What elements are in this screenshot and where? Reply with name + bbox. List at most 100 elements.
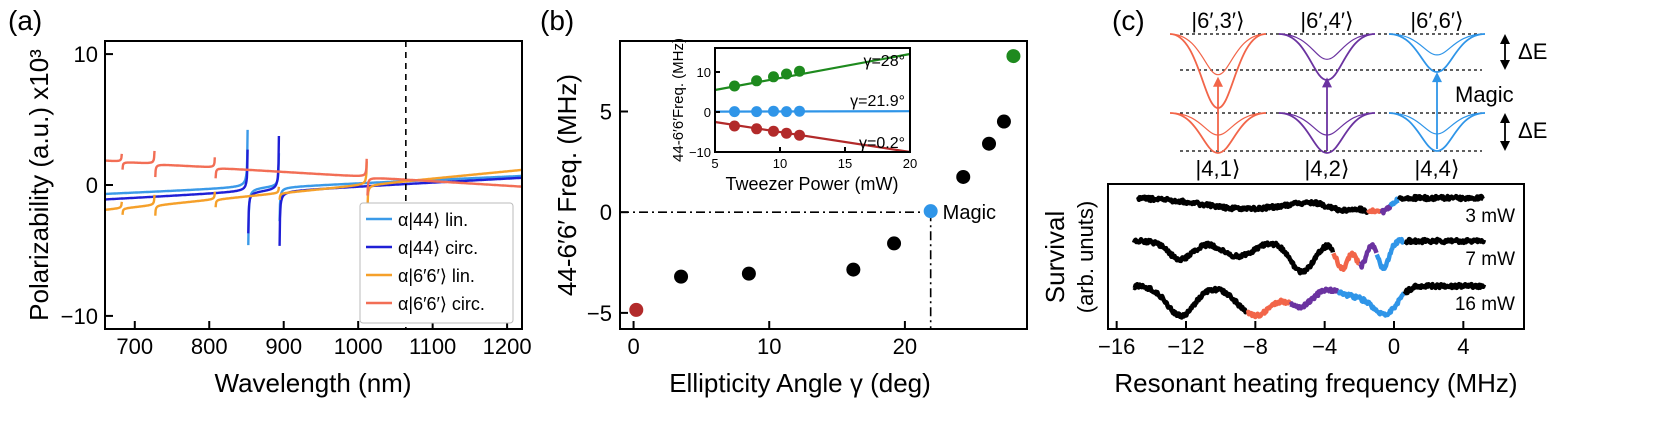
inset-point [751, 75, 763, 87]
legend-label: α|44⟩ circ. [398, 238, 478, 258]
y-tick-label: 10 [74, 42, 98, 67]
survival-trace-segment [1245, 297, 1292, 320]
x-tick-label: 1100 [409, 334, 456, 359]
inset-point [794, 105, 805, 117]
panel-label-c: (c) [1112, 5, 1145, 36]
y-tick-label: 5 [600, 99, 612, 124]
inset-point [751, 106, 763, 118]
trap-potential-well [1278, 112, 1376, 154]
panel-c-ylabel: Survival [1040, 211, 1070, 303]
arrow-head [1432, 72, 1442, 83]
panel-a-ylabel: Polarizability (a.u.) x10³ [24, 49, 54, 321]
x-tick-label: 20 [893, 334, 917, 359]
data-point [996, 114, 1011, 129]
legend-label: α|6′6′⟩ lin. [398, 266, 475, 286]
trap-potential-well [1278, 33, 1376, 81]
data-point [956, 169, 971, 184]
series-line-circ66 [105, 150, 522, 196]
data-point [1006, 49, 1021, 64]
panel-c-ylabel-units: (arb. unuts) [1073, 201, 1098, 314]
magic-label: Magic [943, 202, 996, 224]
panel-b-xlabel: Ellipticity Angle γ (deg) [669, 368, 931, 398]
x-tick-label: 0 [627, 334, 639, 359]
survival-trace-segment [1131, 236, 1336, 276]
survival-trace-segment [1135, 194, 1370, 216]
x-tick-label: 4 [1457, 334, 1469, 359]
lower-state-label: |4,1⟩ [1196, 156, 1241, 181]
x-tick-label: 700 [116, 334, 153, 359]
inset-ylabel: 44-6′6′Freq. (MHz) [670, 38, 687, 162]
panel-a-legend: α|44⟩ lin. α|44⟩ circ. α|6′6′⟩ lin. α|6′6′⟩… [359, 202, 514, 324]
upper-state-label: |6′,4′⟩ [1300, 8, 1353, 33]
inset-point [729, 120, 740, 132]
inset-point [768, 71, 779, 83]
inset-y-tick-label: 0 [704, 105, 711, 120]
trap-potential-well [1169, 112, 1267, 154]
delta-e-label: ΔE [1518, 39, 1547, 64]
y-tick-label: −10 [61, 304, 98, 329]
inset-y-tick-label: 10 [697, 65, 711, 80]
data-point [923, 204, 938, 219]
x-tick-label: 800 [191, 334, 228, 359]
trap-potential-well [1169, 33, 1267, 76]
panel-b-ylabel: 44-6′6′ Freq. (MHz) [552, 74, 582, 296]
upper-state-label: |6′,6′⟩ [1410, 8, 1463, 33]
inset-y-tick-label: −10 [689, 145, 711, 160]
inset-point [781, 127, 792, 139]
inset-point [729, 80, 740, 92]
data-point [846, 262, 861, 277]
data-point [674, 269, 689, 284]
survival-trace-segment [1388, 196, 1401, 207]
inset-point [794, 65, 805, 77]
survival-trace-segment [1331, 250, 1361, 272]
inset-point [794, 129, 805, 141]
x-tick-label: 10 [757, 334, 781, 359]
fit-line [714, 120, 911, 154]
y-tick-label: 0 [600, 200, 612, 225]
trap-potential-well [1388, 33, 1486, 73]
x-tick-label: 1000 [334, 334, 383, 359]
legend-label: α|44⟩ lin. [398, 210, 468, 230]
data-point [629, 302, 644, 317]
x-tick-label: 1200 [483, 334, 532, 359]
survival-trace-segment [1402, 236, 1487, 246]
x-tick-label: −4 [1312, 334, 1337, 359]
survival-trace-segment [1132, 281, 1249, 320]
panel-label-b: (b) [540, 5, 574, 36]
data-point [887, 236, 902, 251]
panel-c-axes [1107, 183, 1525, 330]
survival-trace-segment [1288, 286, 1340, 311]
survival-trace-segment [1402, 281, 1487, 296]
trap-potential-well [1278, 33, 1376, 60]
survival-trace-segment [1366, 207, 1384, 215]
inset-point [781, 68, 792, 80]
inset-x-tick-label: 10 [773, 156, 787, 171]
arrow-head [1213, 76, 1223, 87]
trace-power-label: 3 mW [1465, 206, 1515, 227]
survival-trace-segment [1374, 236, 1406, 272]
survival-trace-segment [1397, 193, 1485, 203]
legend-label: α|6′6′⟩ circ. [398, 294, 485, 314]
inset-point [768, 105, 779, 117]
energy-level-diagram: |6′,3′⟩|4,1⟩|6′,4′⟩|4,2⟩|6′,6′⟩|4,4⟩ΔEΔE… [1169, 8, 1547, 181]
panel-a-xlabel: Wavelength (nm) [215, 368, 412, 398]
trap-potential-well [1388, 112, 1486, 152]
x-tick-label: 900 [265, 334, 302, 359]
series-line-lin66 [105, 161, 522, 216]
inset-x-tick-label: 15 [838, 156, 852, 171]
inset-xlabel: Tweezer Power (mW) [725, 174, 898, 194]
arrow-head [1500, 34, 1510, 70]
trace-power-label: 7 mW [1465, 249, 1515, 270]
inset-x-tick-label: 5 [711, 156, 718, 171]
series-label: γ=0.2° [859, 135, 905, 152]
survival-trace-segment [1336, 289, 1406, 318]
data-point [741, 266, 756, 281]
fit-line [714, 52, 911, 92]
series-label: γ=28° [863, 53, 905, 70]
x-tick-label: −8 [1243, 334, 1268, 359]
